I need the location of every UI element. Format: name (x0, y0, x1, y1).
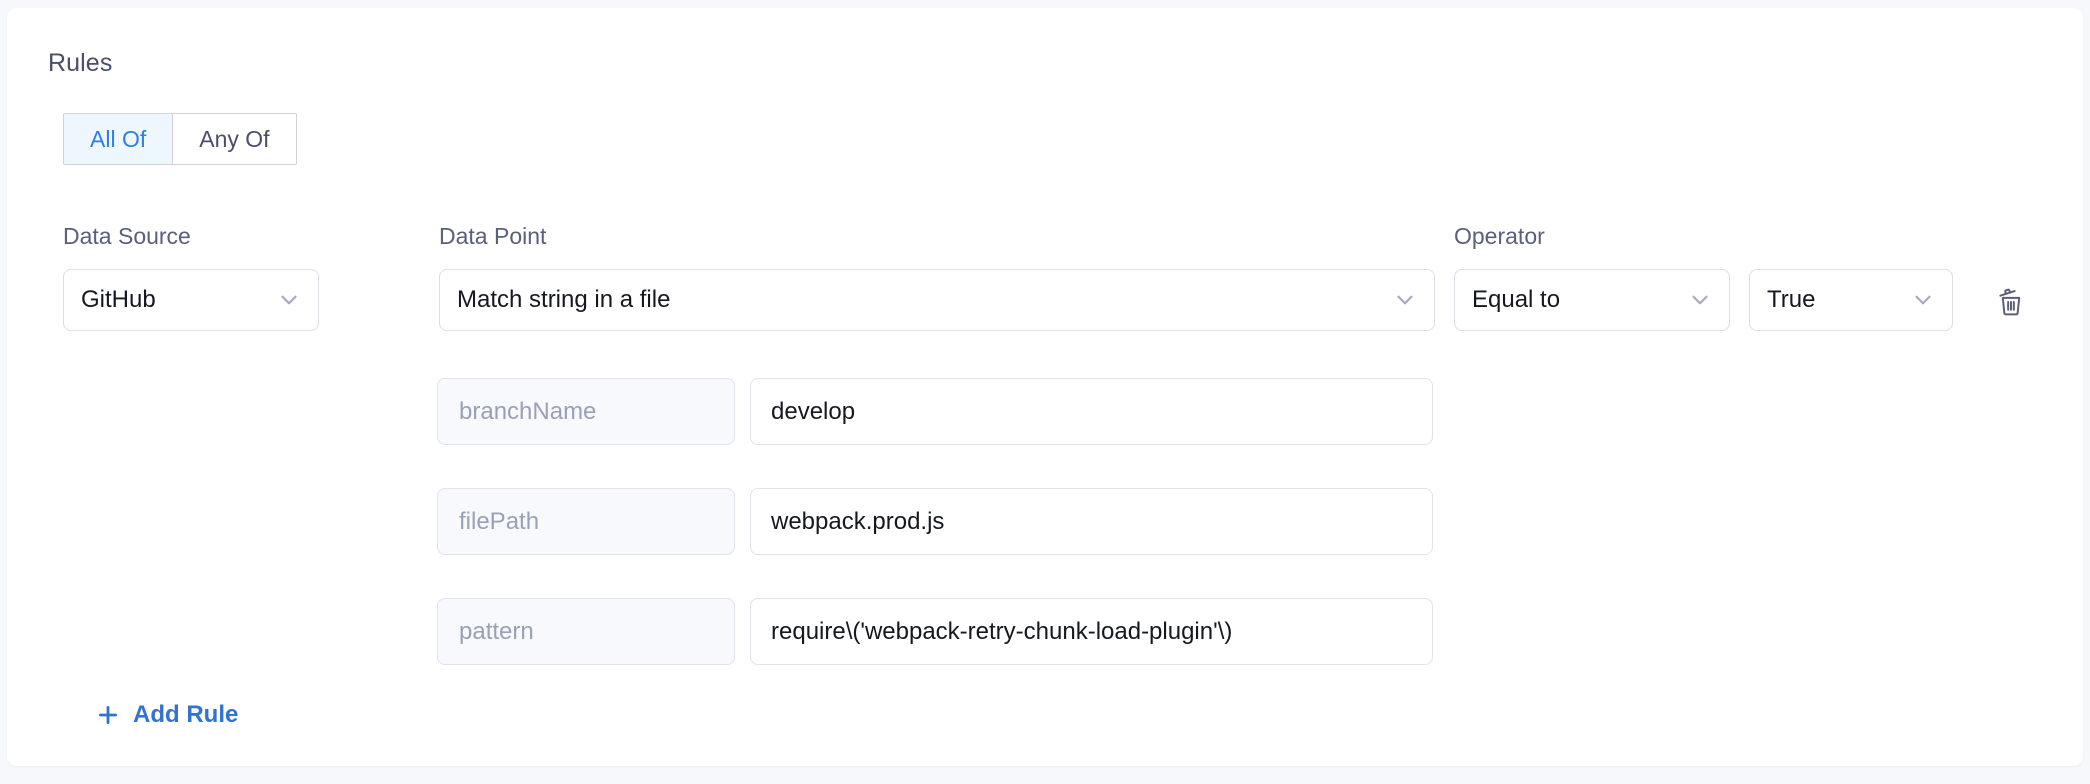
rules-card: Rules All Of Any Of Data Source Data Poi… (7, 8, 2083, 766)
data-source-select[interactable]: GitHub (63, 269, 319, 331)
param-value-field[interactable]: develop (750, 378, 1433, 445)
param-value-field[interactable]: webpack.prod.js (750, 488, 1433, 555)
operator-value-select[interactable]: True (1749, 269, 1953, 331)
operator-label: Operator (1454, 223, 1545, 249)
operator-value: Equal to (1472, 286, 1561, 313)
param-row: filePath webpack.prod.js (437, 488, 1433, 555)
param-row: pattern require\('webpack-retry-chunk-lo… (437, 598, 1433, 665)
param-key-field[interactable]: filePath (437, 488, 735, 555)
chevron-down-icon (1388, 283, 1422, 317)
add-rule-button[interactable]: Add Rule (95, 701, 238, 729)
data-source-label: Data Source (63, 223, 191, 249)
chevron-down-icon (1906, 283, 1940, 317)
page-title: Rules (48, 49, 113, 77)
operator-select[interactable]: Equal to (1454, 269, 1730, 331)
add-rule-label: Add Rule (133, 701, 239, 728)
rule-value: True (1767, 286, 1816, 313)
data-point-label: Data Point (439, 223, 547, 249)
param-value-field[interactable]: require\('webpack-retry-chunk-load-plugi… (750, 598, 1433, 665)
param-row: branchName develop (437, 378, 1433, 445)
trash-icon (1994, 286, 2028, 325)
chevron-down-icon (272, 283, 306, 317)
plus-icon (95, 702, 121, 728)
match-mode-toggle-group: All Of Any Of (63, 113, 297, 165)
chevron-down-icon (1683, 283, 1717, 317)
data-source-value: GitHub (81, 286, 156, 313)
delete-rule-button[interactable] (1989, 283, 2033, 327)
toggle-all-of[interactable]: All Of (64, 114, 173, 164)
data-point-value: Match string in a file (457, 286, 671, 313)
param-key-field[interactable]: pattern (437, 598, 735, 665)
data-point-select[interactable]: Match string in a file (439, 269, 1435, 331)
param-key-field[interactable]: branchName (437, 378, 735, 445)
toggle-any-of[interactable]: Any Of (172, 114, 296, 164)
